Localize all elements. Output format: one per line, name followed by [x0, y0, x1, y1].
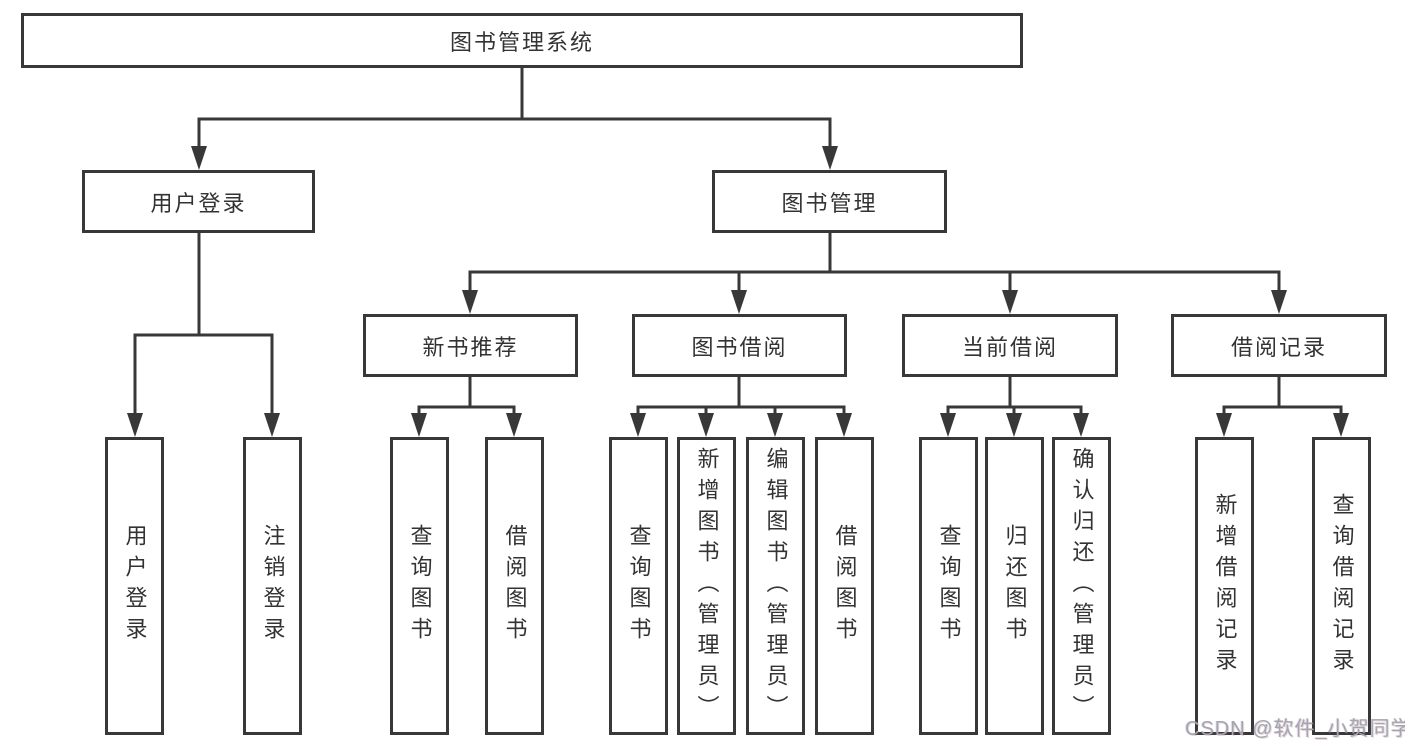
leaf-query-books-recommend: 查询图书	[390, 437, 449, 735]
node-root-library-system: 图书管理系统	[21, 13, 1023, 68]
leaf-add-borrow-record: 新增借阅记录	[1195, 437, 1254, 735]
csdn-watermark: CSDN @软件_小贺同学	[1185, 718, 1405, 740]
leaf-query-books-current: 查询图书	[919, 437, 978, 735]
leaf-borrow-books-recommend: 借阅图书	[485, 437, 544, 735]
leaf-query-borrow-record: 查询借阅记录	[1312, 437, 1371, 735]
leaf-edit-books-admin: 编辑图书（管理员）	[746, 437, 805, 735]
leaf-logout: 注销登录	[243, 437, 302, 735]
node-book-management: 图书管理	[712, 170, 947, 233]
node-book-borrowing: 图书借阅	[632, 314, 847, 377]
node-user-login: 用户登录	[82, 170, 315, 233]
node-borrowing-records: 借阅记录	[1171, 314, 1387, 377]
leaf-confirm-return-admin: 确认归还（管理员）	[1052, 437, 1111, 735]
node-current-borrowing: 当前借阅	[902, 314, 1118, 377]
node-new-book-recommend: 新书推荐	[363, 314, 578, 377]
leaf-query-books-borrowing: 查询图书	[609, 437, 668, 735]
leaf-return-books: 归还图书	[985, 437, 1044, 735]
leaf-borrow-books: 借阅图书	[815, 437, 874, 735]
arrowheads	[127, 146, 1349, 437]
leaf-add-books-admin: 新增图书（管理员）	[677, 437, 736, 735]
leaf-user-login: 用户登录	[105, 437, 164, 735]
